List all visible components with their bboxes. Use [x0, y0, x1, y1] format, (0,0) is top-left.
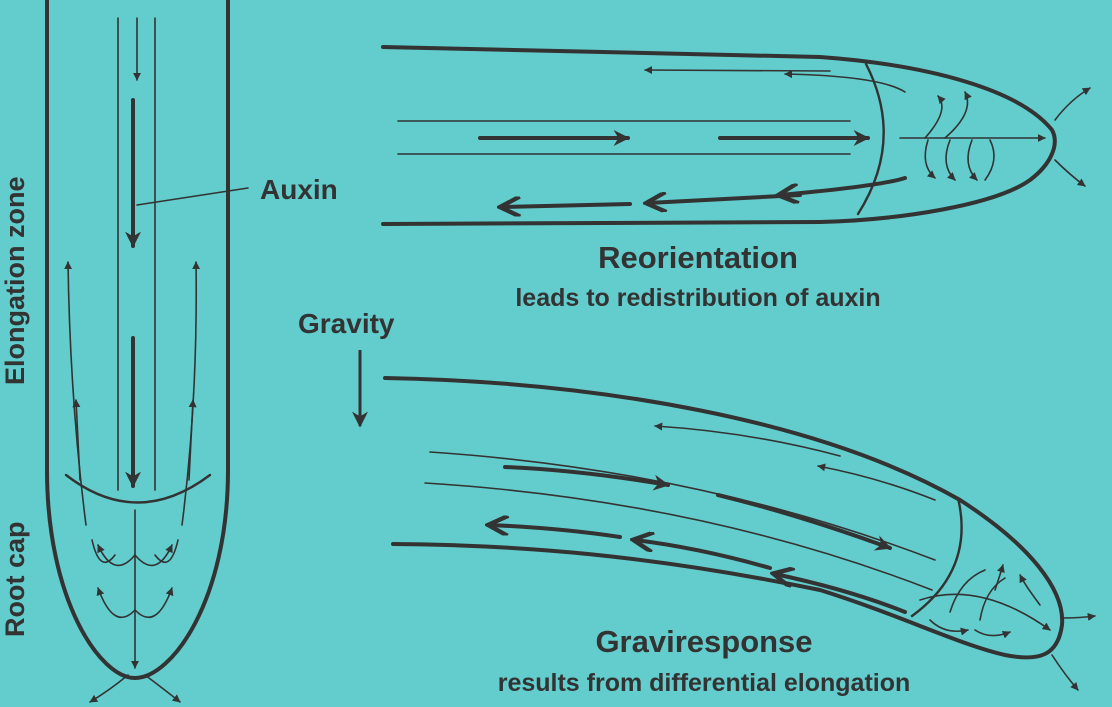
upper-flow-arrow	[817, 463, 936, 501]
bending-root	[383, 376, 1096, 691]
reorientation-caption: leads to redistribution of auxin	[515, 284, 880, 312]
root-cap-label: Root cap	[0, 521, 30, 637]
root-outline	[383, 376, 1065, 660]
gravity-label: Gravity	[298, 308, 395, 339]
root-cap-fountain	[89, 509, 181, 703]
horizontal-root	[381, 45, 1091, 226]
lower-flow-arrow	[490, 525, 622, 539]
root-cap-fountain	[919, 564, 1096, 691]
lateral-flow-arrow	[72, 399, 81, 481]
stele-line	[424, 482, 933, 591]
root-outline	[45, 0, 230, 681]
reorientation-title: Reorientation	[598, 240, 798, 275]
auxin-label: Auxin	[260, 174, 338, 205]
upper-flow-arrow	[784, 70, 906, 93]
lower-flow-arrow	[635, 540, 772, 570]
lower-flow-arrow	[648, 195, 802, 203]
auxin-pointer	[136, 187, 249, 206]
lateral-flow-arrow	[188, 399, 197, 481]
elongation-zone-label: Elongation zone	[0, 177, 30, 386]
root-outline	[381, 45, 1057, 226]
upper-flow-arrow	[644, 66, 831, 75]
graviresponse-title: Graviresponse	[595, 624, 812, 659]
lower-flow-arrow	[780, 176, 907, 195]
root-cap-boundary	[64, 473, 212, 504]
lateral-flow-arrow	[64, 261, 87, 526]
root-cap-fountain	[924, 87, 1091, 187]
auxin-flow-arrow	[503, 465, 670, 491]
stele-line	[429, 451, 936, 561]
graviresponse-caption: results from differential elongation	[498, 669, 911, 697]
root-cap-boundary	[910, 496, 963, 618]
vertical-root	[45, 0, 249, 703]
upper-flow-arrow	[654, 422, 841, 457]
lateral-flow-arrow	[181, 261, 201, 526]
lower-flow-arrow	[502, 204, 632, 207]
lower-flow-arrow	[775, 574, 907, 614]
auxin-flow-arrow	[716, 493, 892, 551]
